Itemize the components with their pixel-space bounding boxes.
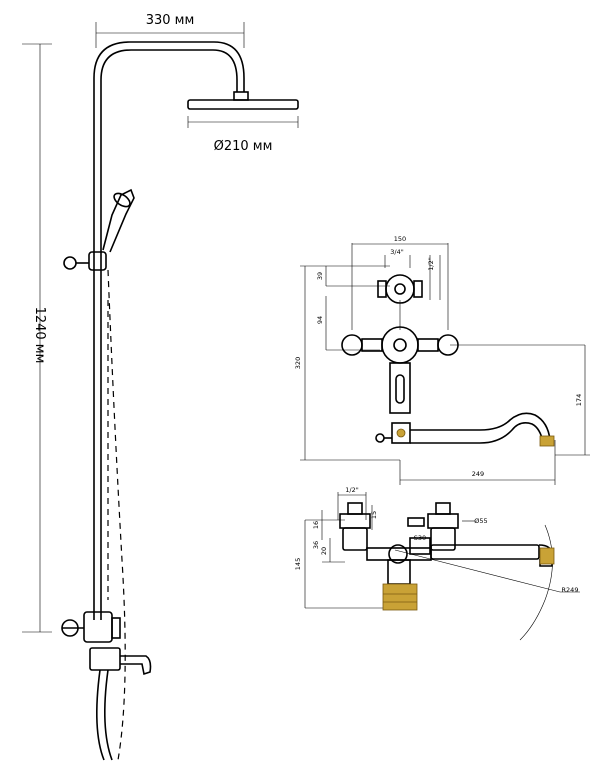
- dim-249: 249: [472, 470, 484, 478]
- dim-36: 36: [312, 541, 320, 549]
- dim-s30: S30: [414, 534, 426, 542]
- dim-15: 15: [370, 511, 378, 519]
- mixer-front-view: [300, 243, 590, 485]
- dim-320: 320: [294, 357, 302, 369]
- mixer-top-view: [304, 492, 580, 641]
- dim-r249: R249: [562, 586, 579, 594]
- dim-20: 20: [320, 547, 328, 555]
- dim-174: 174: [575, 394, 583, 406]
- dim-d55: Ø55: [474, 517, 487, 525]
- shower-column: [22, 22, 299, 761]
- dim-3-4: 3/4": [390, 248, 403, 256]
- height-label: 1240 мм: [32, 307, 47, 364]
- dim-16: 16: [312, 521, 320, 529]
- diameter-label: Ø210 мм: [214, 139, 273, 154]
- dim-150: 150: [394, 235, 406, 243]
- dim-39: 39: [316, 272, 324, 280]
- dim-94: 94: [316, 316, 324, 324]
- dim-145: 145: [294, 558, 302, 570]
- dim-1-2-top: 1/2": [345, 486, 358, 494]
- width-label: 330 мм: [146, 13, 195, 28]
- dim-1-2-front: 1/2": [427, 257, 435, 270]
